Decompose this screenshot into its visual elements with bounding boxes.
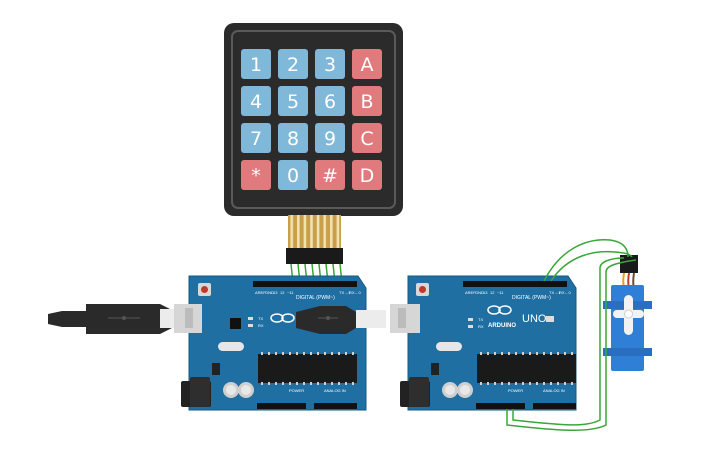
key-label: 4 — [250, 91, 262, 113]
left-usb-cable — [48, 304, 202, 334]
servo-wires — [506, 239, 637, 432]
servo-motor[interactable] — [603, 255, 652, 371]
svg-text:13: 13 — [273, 290, 278, 295]
key-label: 6 — [324, 91, 336, 113]
keypad-key-#[interactable]: # — [315, 160, 345, 190]
key-face — [241, 49, 271, 79]
key-label: D — [360, 165, 375, 187]
rx-label: RX — [258, 323, 264, 328]
power-header — [476, 403, 525, 409]
key-label: # — [322, 165, 338, 187]
power-label: POWER — [289, 388, 304, 393]
right-arduino-board[interactable]: DIGITAL (PWM~) AREF GND 13 12 ~11 TX→1 R… — [400, 275, 577, 411]
key-label: 3 — [324, 54, 336, 76]
analog-header — [314, 403, 357, 409]
key-label: A — [361, 54, 374, 76]
svg-text:TX→1: TX→1 — [549, 290, 561, 295]
keypad-key-7[interactable]: 7 — [241, 123, 271, 153]
keypad-key-8[interactable]: 8 — [278, 123, 308, 153]
svg-text:~11: ~11 — [287, 290, 294, 295]
key-label: C — [360, 128, 373, 150]
svg-text:GND: GND — [475, 290, 484, 295]
key-face — [241, 160, 271, 190]
keypad-key-3[interactable]: 3 — [315, 49, 345, 79]
key-label: 8 — [287, 128, 299, 150]
key-face — [352, 123, 382, 153]
svg-text:12: 12 — [490, 290, 495, 295]
svg-text:GND: GND — [265, 290, 274, 295]
analog-header — [533, 403, 576, 409]
arduino-logo — [270, 313, 295, 323]
atmega-chip — [477, 354, 576, 383]
svg-text:13: 13 — [483, 290, 488, 295]
svg-text:RX←0: RX←0 — [559, 290, 572, 295]
digital-pin-labels: AREF GND 13 12 ~11 TX→1 RX←0 — [465, 290, 572, 295]
keypad-key-B[interactable]: B — [352, 86, 382, 116]
key-face — [352, 160, 382, 190]
arduino-logo — [487, 305, 512, 315]
analog-label: ANALOG IN — [543, 388, 565, 393]
model-label: UNO — [522, 313, 547, 325]
keypad-key-0[interactable]: 0 — [278, 160, 308, 190]
key-face — [315, 123, 345, 153]
svg-text:~11: ~11 — [497, 290, 504, 295]
svg-text:TX→1: TX→1 — [339, 290, 351, 295]
keypad-key-4[interactable]: 4 — [241, 86, 271, 116]
keypad-key-2[interactable]: 2 — [278, 49, 308, 79]
keypad-key-*[interactable]: * — [241, 160, 271, 190]
key-face — [352, 49, 382, 79]
tx-label: TX — [478, 317, 483, 322]
svg-text:AREF: AREF — [465, 290, 476, 295]
key-face — [352, 86, 382, 116]
servo-connector — [620, 255, 638, 273]
key-label: 0 — [287, 165, 299, 187]
servo-horn[interactable] — [613, 295, 644, 335]
key-label: 1 — [250, 54, 262, 76]
power-header — [257, 403, 306, 409]
key-face — [278, 86, 308, 116]
key-face — [315, 49, 345, 79]
key-label: 2 — [287, 54, 299, 76]
keypad-inner-border — [231, 30, 396, 209]
keypad-key-D[interactable]: D — [352, 160, 382, 190]
key-face — [315, 160, 345, 190]
key-face — [315, 86, 345, 116]
keypad-key-A[interactable]: A — [352, 49, 382, 79]
keypad-key-C[interactable]: C — [352, 123, 382, 153]
svg-text:12: 12 — [280, 290, 285, 295]
atmega-chip — [258, 354, 357, 383]
brand-label: ARDUINO — [488, 323, 516, 329]
digital-label: DIGITAL (PWM~) — [512, 295, 551, 301]
keypad-key-5[interactable]: 5 — [278, 86, 308, 116]
keypad-key-1[interactable]: 1 — [241, 49, 271, 79]
power-label: POWER — [508, 388, 523, 393]
keypad-connector — [286, 248, 343, 264]
analog-label: ANALOG IN — [324, 388, 346, 393]
key-face — [278, 49, 308, 79]
key-face — [241, 86, 271, 116]
key-label: 5 — [287, 91, 299, 113]
key-label: B — [360, 91, 373, 113]
digital-label: DIGITAL (PWM~) — [296, 295, 335, 301]
key-label: * — [251, 165, 261, 187]
digital-pin-labels: AREF GND 13 12 ~11 TX→1 RX←0 — [255, 290, 362, 295]
digital-header — [253, 281, 357, 287]
keypad-4x4[interactable]: 1 2 3 A 4 5 6 B 7 8 9 C * 0 # D — [224, 23, 403, 216]
tx-label: TX — [258, 316, 263, 321]
keypad-key-9[interactable]: 9 — [315, 123, 345, 153]
key-face — [278, 160, 308, 190]
digital-header — [463, 281, 567, 287]
left-arduino-board[interactable]: DIGITAL (PWM~) AREF GND 13 12 ~11 TX→1 R… — [181, 275, 367, 411]
key-label: 7 — [250, 128, 262, 150]
key-face — [241, 123, 271, 153]
keypad-ribbon-cable — [286, 215, 343, 264]
rx-label: RX — [478, 324, 484, 329]
svg-text:RX←0: RX←0 — [349, 290, 362, 295]
key-face — [278, 123, 308, 153]
svg-text:AREF: AREF — [255, 290, 266, 295]
key-label: 9 — [324, 128, 336, 150]
keypad-key-6[interactable]: 6 — [315, 86, 345, 116]
right-usb-cable — [296, 304, 420, 334]
